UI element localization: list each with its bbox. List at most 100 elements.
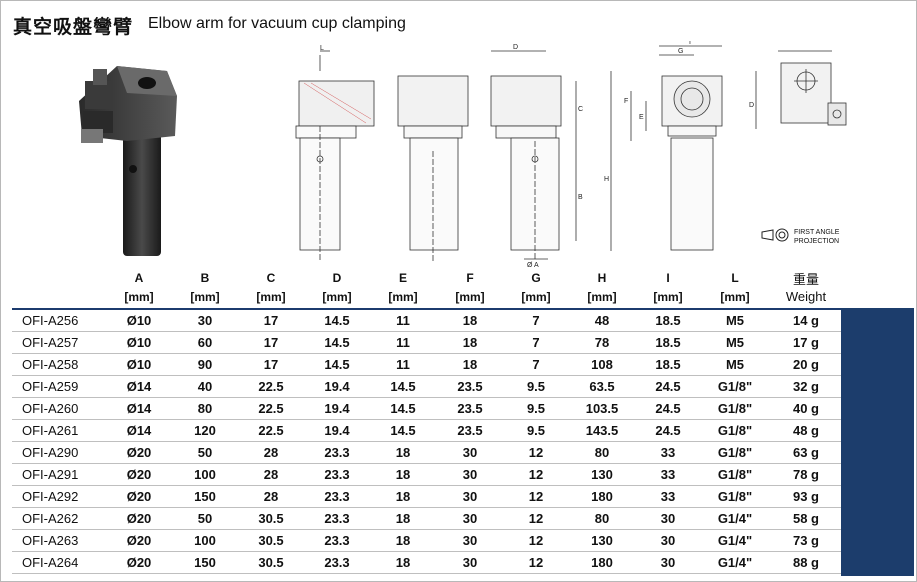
column-unit-3: [mm]: [322, 290, 352, 304]
column-unit-8: [mm]: [653, 290, 683, 304]
table-cell: 18: [395, 511, 411, 526]
weight-cell: 58 g: [792, 511, 819, 526]
weight-cell: 63 g: [792, 445, 819, 460]
table-cell: 143.5: [585, 423, 619, 438]
column-header-8: I: [666, 271, 670, 285]
table-cell: Ø20: [126, 533, 152, 548]
column-header-0: A: [134, 271, 144, 285]
weight-cell: 14 g: [792, 313, 819, 328]
table-cell: 18: [395, 533, 411, 548]
table-cell: Ø20: [126, 555, 152, 570]
table-cell: 100: [194, 467, 216, 482]
table-cell: 18.5: [655, 357, 681, 372]
dim-label-f: F: [624, 98, 628, 105]
weight-header-zh: 重量: [792, 273, 819, 288]
title-english: Elbow arm for vacuum cup clamping: [148, 15, 406, 32]
dim-label-l: L: [320, 45, 324, 52]
table-cell: 12: [528, 467, 544, 482]
table-cell: 100: [194, 533, 216, 548]
table-cell: 180: [591, 489, 613, 504]
table-cell: G1/4": [717, 555, 753, 570]
weight-cell: 73 g: [792, 533, 819, 548]
table-cell: 150: [194, 555, 216, 570]
table-cell: 23.3: [324, 533, 350, 548]
table-cell: Ø14: [126, 379, 152, 394]
table-cell: 7: [532, 335, 540, 350]
model-number: OFI-A258: [22, 357, 79, 372]
table-cell: Ø10: [126, 335, 152, 350]
table-cell: 23.3: [324, 555, 350, 570]
table-cell: 9.5: [526, 401, 546, 416]
column-header-9: L: [731, 271, 739, 285]
table-cell: 23.3: [324, 489, 350, 504]
table-cell: 11: [396, 357, 410, 372]
table-cell: 30: [462, 511, 478, 526]
model-number: OFI-A260: [22, 401, 79, 416]
table-cell: 18.5: [655, 335, 681, 350]
column-unit-0: [mm]: [124, 290, 154, 304]
table-cell: 14.5: [324, 313, 350, 328]
table-cell: Ø20: [126, 467, 152, 482]
table-cell: 18: [395, 555, 411, 570]
table-cell: 24.5: [655, 423, 681, 438]
dim-label-e: E: [639, 114, 644, 121]
column-unit-4: [mm]: [388, 290, 418, 304]
dim-label-h: H: [604, 176, 609, 183]
model-number: OFI-A290: [22, 445, 79, 460]
table-cell: 17: [263, 357, 279, 372]
column-header-5: F: [466, 271, 474, 285]
table-cell: 80: [197, 401, 213, 416]
weight-header-en: Weight: [785, 289, 827, 304]
column-header-1: B: [200, 271, 210, 285]
table-cell: 7: [532, 313, 540, 328]
table-cell: 12: [528, 489, 544, 504]
product-photo: [79, 66, 177, 256]
table-cell: 24.5: [655, 379, 681, 394]
table-cell: 30: [660, 533, 676, 548]
weight-cell: 93 g: [792, 489, 819, 504]
table-cell: 18: [462, 313, 478, 328]
column-unit-1: [mm]: [190, 290, 220, 304]
column-header-6: G: [531, 271, 541, 285]
table-cell: G1/8": [717, 379, 753, 394]
table-cell: 12: [528, 555, 544, 570]
table-cell: 17: [263, 313, 279, 328]
table-cell: G1/4": [717, 533, 753, 548]
table-cell: 22.5: [258, 401, 284, 416]
table-cell: 18: [395, 467, 411, 482]
model-number: OFI-A262: [22, 511, 79, 526]
projection-icon: [761, 228, 789, 242]
column-unit-5: [mm]: [455, 290, 485, 304]
model-number: OFI-A292: [22, 489, 79, 504]
table-cell: 28: [263, 445, 279, 460]
table-cell: 22.5: [258, 379, 284, 394]
table-cell: 80: [594, 511, 610, 526]
table-cell: 7: [532, 357, 540, 372]
table-cell: 30: [660, 555, 676, 570]
table-cell: 23.3: [324, 445, 350, 460]
table-cell: 12: [528, 445, 544, 460]
table-cell: Ø14: [126, 401, 152, 416]
weight-cell: 48 g: [792, 423, 819, 438]
table-cell: Ø20: [126, 489, 152, 504]
table-cell: Ø10: [126, 357, 152, 372]
front-view: [397, 75, 469, 261]
table-cell: 30: [660, 511, 676, 526]
table-cell: 30: [197, 313, 213, 328]
model-number: OFI-A263: [22, 533, 79, 548]
model-number: OFI-A264: [22, 555, 79, 570]
table-cell: 80: [594, 445, 610, 460]
model-number: OFI-A259: [22, 379, 79, 394]
side-view: [490, 50, 577, 261]
model-number: OFI-A256: [22, 313, 79, 328]
table-cell: M5: [725, 335, 745, 350]
table-cell: 14.5: [390, 423, 416, 438]
table-cell: 9.5: [526, 423, 546, 438]
table-cell: 12: [528, 511, 544, 526]
table-cell: 50: [197, 511, 213, 526]
